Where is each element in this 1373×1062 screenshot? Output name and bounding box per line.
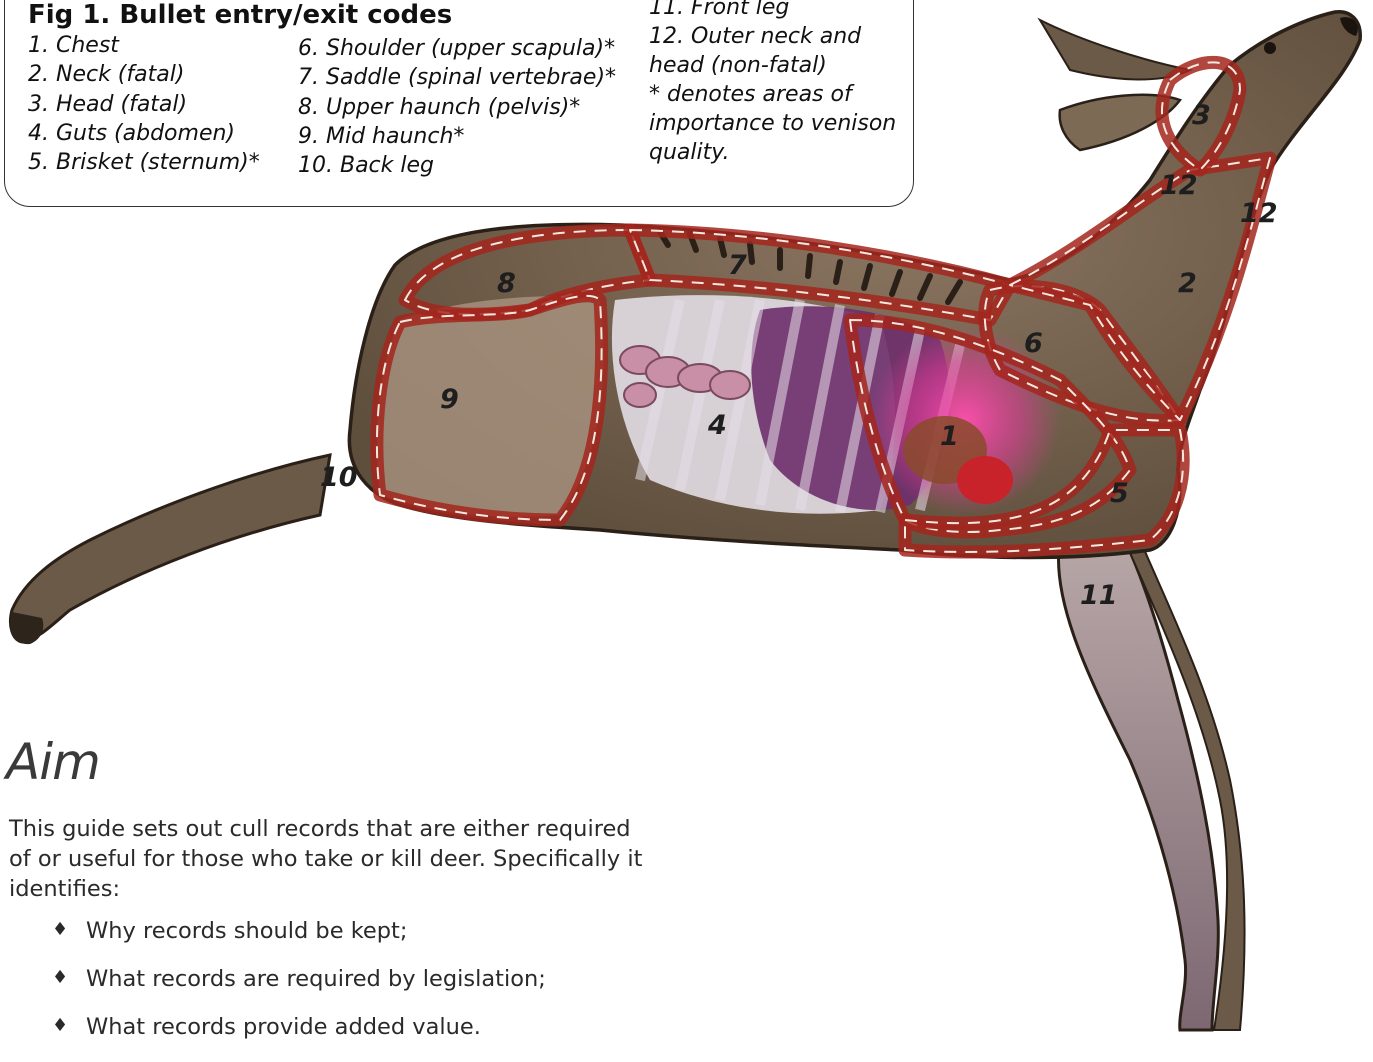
- aim-heading: Aim: [6, 733, 100, 791]
- back-leg: [10, 455, 330, 642]
- diamond-bullet-icon: ♦: [52, 1015, 68, 1036]
- list-item: ♦ What records are required by legislati…: [52, 966, 546, 1014]
- heart-inner: [957, 456, 1013, 504]
- list-item-text: What records are required by legislation…: [86, 966, 546, 992]
- zone-label-12-right: 12: [1240, 198, 1278, 229]
- list-item-text: Why records should be kept;: [86, 918, 407, 944]
- list-item: ♦ What records provide added value.: [52, 1014, 546, 1062]
- zone-label-4: 4: [707, 410, 727, 441]
- aim-list: ♦ Why records should be kept; ♦ What rec…: [52, 918, 546, 1062]
- zone-label-6: 6: [1024, 328, 1043, 359]
- list-item: ♦ Why records should be kept;: [52, 918, 546, 966]
- zone-label-7: 7: [728, 250, 747, 281]
- list-item-text: What records provide added value.: [86, 1014, 481, 1040]
- deer-eye: [1264, 42, 1276, 54]
- zone-label-12-left: 12: [1160, 170, 1198, 201]
- zone-label-5: 5: [1110, 478, 1129, 509]
- zone-label-2: 2: [1178, 268, 1197, 299]
- diamond-bullet-icon: ♦: [52, 967, 68, 988]
- zone-label-9: 9: [440, 384, 459, 415]
- haunch-area: [377, 296, 604, 517]
- zone-label-3: 3: [1192, 100, 1211, 131]
- zone-label-8: 8: [497, 268, 516, 299]
- zone-label-10: 10: [320, 462, 358, 493]
- zone-label-1: 1: [940, 421, 959, 452]
- zone-label-11: 11: [1080, 580, 1118, 611]
- aim-body-text: This guide sets out cull records that ar…: [9, 814, 649, 904]
- diamond-bullet-icon: ♦: [52, 919, 68, 940]
- deer-ear-top: [1040, 20, 1190, 79]
